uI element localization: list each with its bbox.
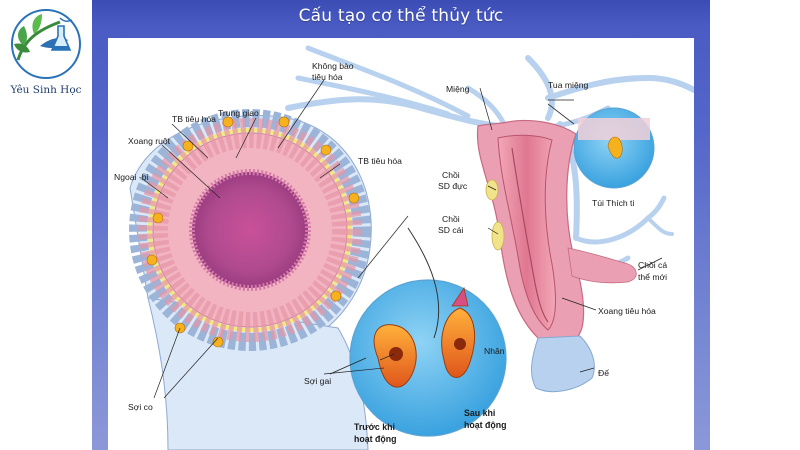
tentacle-lens	[547, 103, 655, 189]
label-choi-sd-cai-1: Chồi	[442, 214, 460, 224]
label-choi-sd-cai-2: SD cái	[438, 225, 463, 235]
label-khong-bao-2: tiêu hóa	[312, 72, 343, 82]
hydra-diagram: Không bào tiêu hóa Trung giao TB tiêu hó…	[114, 45, 694, 450]
label-tb-tieu-hoa-1: TB tiêu hóa	[172, 114, 216, 124]
logo-text: Yêu Sinh Học	[10, 84, 82, 96]
label-xoang-ruot: Xoang ruột	[128, 136, 171, 146]
label-choi-ca-the-moi-2: thể mới	[638, 272, 667, 282]
label-choi-ca-the-moi-1: Chồi cá	[638, 260, 667, 270]
diagram-panel: Không bào tiêu hóa Trung giao TB tiêu hó…	[108, 38, 694, 450]
label-khong-bao-1: Không bào	[312, 61, 354, 71]
hydra-body	[476, 119, 637, 393]
leader-lines	[143, 79, 663, 399]
label-choi-sd-duc-2: SD đực	[438, 181, 468, 191]
label-choi-sd-duc-1: Chồi	[442, 170, 460, 180]
label-tui-thich-ti: Túi Thích ti	[592, 198, 634, 208]
label-sau-khi-2: hoạt động	[464, 420, 507, 430]
nematocysts	[146, 116, 360, 348]
label-tua-mieng: Tua miệng	[548, 80, 589, 90]
slide-title: Cấu tạo cơ thể thủy tức	[298, 6, 504, 26]
site-logo: Yêu Sinh Học	[0, 0, 92, 110]
label-xoang-tieu-hoa: Xoang tiêu hóa	[598, 306, 656, 316]
diagram-labels: Không bào tiêu hóa Trung giao TB tiêu hó…	[114, 61, 667, 444]
label-ngoai-bi: Ngoại -bì	[114, 172, 149, 182]
label-soi-gai: Sợi gai	[304, 376, 331, 386]
nematocyst-lens	[349, 215, 507, 437]
label-tb-tieu-hoa-2: TB tiêu hóa	[358, 156, 402, 166]
label-mieng: Miệng	[446, 84, 470, 94]
label-de: Đế	[598, 368, 609, 378]
label-truoc-khi-1: Trước khi	[354, 422, 395, 432]
label-truoc-khi-2: hoạt động	[354, 434, 397, 444]
label-trung-giao: Trung giao	[218, 108, 259, 118]
cross-section	[129, 109, 372, 450]
label-soi-co: Sợi co	[128, 402, 153, 412]
gut-lumen	[192, 172, 308, 288]
label-sau-khi-1: Sau khi	[464, 408, 495, 418]
label-nhan: Nhân	[484, 346, 505, 356]
leaf-flask-icon	[11, 9, 81, 79]
